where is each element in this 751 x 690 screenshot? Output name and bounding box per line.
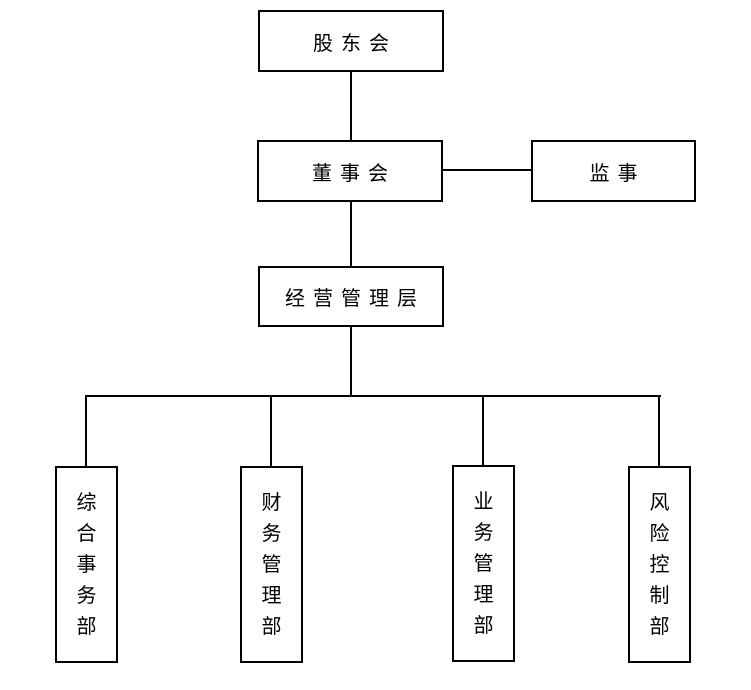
connector-drop-finance: [270, 396, 272, 466]
node-management-layer: 经营管理层: [258, 266, 444, 327]
connector-board-supervisor: [442, 169, 532, 171]
connector-board-management: [350, 201, 352, 267]
connector-shareholders-board: [350, 71, 352, 141]
connector-horizontal-bus: [85, 395, 661, 397]
connector-management-stem: [350, 326, 352, 396]
node-general-affairs-dept: 综合事务部: [55, 466, 118, 663]
node-management-label: 经营管理层: [285, 286, 425, 310]
node-risk-control-dept: 风险控制部: [628, 466, 691, 663]
node-finance-management-dept: 财务管理部: [240, 466, 303, 663]
node-supervisor: 监事: [531, 140, 696, 202]
node-supervisor-label: 监事: [589, 160, 646, 185]
node-board-of-directors: 董事会: [257, 140, 443, 202]
node-shareholders-meeting: 股东会: [258, 10, 444, 72]
node-board-label: 董事会: [312, 160, 396, 185]
node-risk-label: 风险控制部: [649, 490, 670, 638]
node-business-management-dept: 业务管理部: [452, 465, 515, 662]
node-shareholders-label: 股东会: [313, 30, 397, 55]
node-finance-label: 财务管理部: [261, 490, 282, 638]
node-business-label: 业务管理部: [473, 489, 494, 637]
connector-drop-business: [482, 396, 484, 466]
node-general-affairs-label: 综合事务部: [76, 490, 97, 638]
connector-drop-risk: [658, 396, 660, 466]
connector-drop-general-affairs: [85, 396, 87, 466]
